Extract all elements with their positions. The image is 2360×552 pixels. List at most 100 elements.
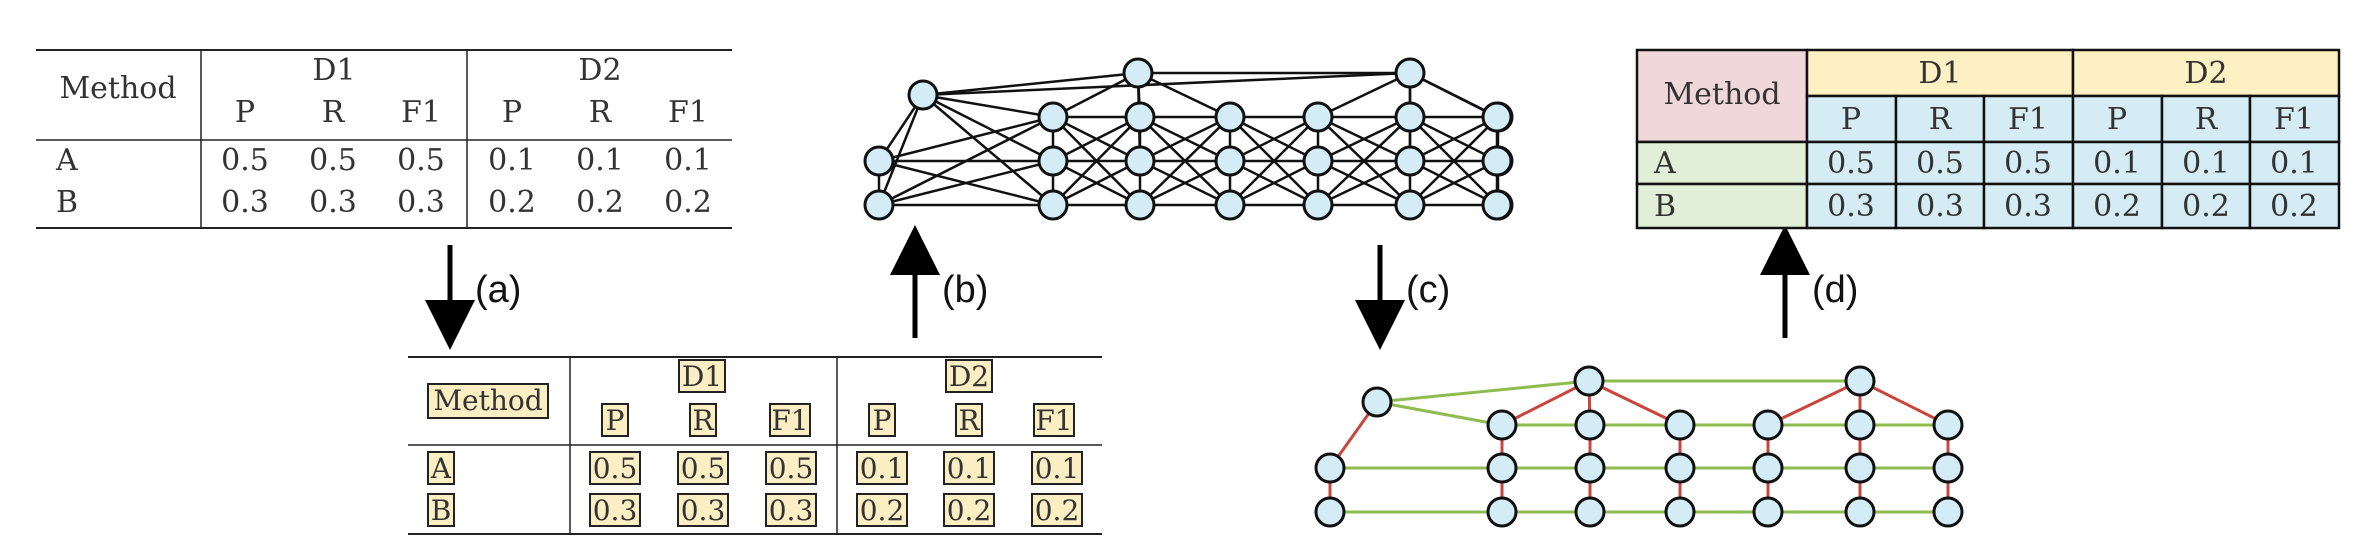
graph-node — [1574, 496, 1606, 528]
dense-graph-nodes — [863, 57, 1514, 221]
table-cell: 0.2 — [576, 185, 624, 220]
table-cell: 0.2 — [1035, 494, 1080, 527]
graph-node — [1486, 409, 1518, 441]
graph-edge-red — [1859, 379, 1949, 427]
table-cell: 0.5 — [1827, 146, 1875, 181]
step-c-label: (c) — [1406, 269, 1450, 311]
metric-header: R — [2195, 102, 2219, 137]
metric-header: P — [873, 404, 892, 437]
group-header-d2: D2 — [578, 53, 621, 88]
table-cell: 0.5 — [769, 452, 814, 485]
graph-edge — [1317, 71, 1411, 119]
method-header: Method — [1663, 77, 1780, 112]
table-cell: 0.2 — [2270, 189, 2318, 224]
graph-node — [1314, 452, 1346, 484]
graph-node — [1932, 452, 1964, 484]
table-cell: 0.2 — [2182, 189, 2230, 224]
graph-edge — [877, 94, 925, 206]
graph-node — [1214, 101, 1246, 133]
row-header-a: A — [1653, 146, 1676, 181]
graph-node — [1844, 452, 1876, 484]
row-header-a: A — [55, 143, 78, 178]
graph-edge — [1229, 116, 1319, 206]
graph-edge — [1409, 71, 1498, 119]
table-cell: 0.3 — [769, 494, 814, 527]
graph-node — [907, 79, 939, 111]
group-header-d2: D2 — [2184, 56, 2227, 91]
step-b-label: (b) — [942, 269, 988, 311]
table-cell: 0.3 — [309, 185, 357, 220]
metric-header: F1 — [2274, 102, 2314, 137]
graph-node — [1932, 496, 1964, 528]
graph-node — [1214, 145, 1246, 177]
graph-edge — [1139, 115, 1231, 163]
graph-node — [1037, 189, 1069, 221]
graph-node — [1037, 101, 1069, 133]
table-cell: 0.1 — [860, 452, 905, 485]
graph-node — [1394, 101, 1426, 133]
row-header-a: A — [430, 452, 452, 485]
table-cell: 0.5 — [593, 452, 638, 485]
metric-header: R — [958, 404, 980, 437]
row-header-b: B — [431, 494, 452, 527]
graph-edge — [1317, 159, 1411, 207]
graph-edge — [1139, 116, 1231, 206]
graph-node — [1844, 365, 1876, 397]
metric-header: F1 — [771, 404, 808, 437]
group-header-d1: D1 — [682, 360, 722, 393]
row-header-b: B — [56, 185, 78, 220]
graph-edge — [1139, 159, 1231, 207]
graph-node — [1124, 101, 1156, 133]
graph-edge — [1317, 115, 1411, 163]
graph-node — [1124, 145, 1156, 177]
table-cell: 0.1 — [947, 452, 992, 485]
table-cell: 0.3 — [681, 494, 726, 527]
table-cell: 0.5 — [397, 143, 445, 178]
graph-edge — [1409, 116, 1499, 206]
graph-edge — [1409, 115, 1499, 163]
metric-header: R — [1929, 102, 1953, 137]
graph-node — [1752, 496, 1784, 528]
dense-graph-edges — [877, 71, 1500, 207]
graph-node — [1302, 101, 1334, 133]
graph-edge — [878, 159, 1054, 207]
table-cell: 0.2 — [488, 185, 536, 220]
graph-node — [1932, 409, 1964, 441]
graph-edge-red — [1767, 379, 1861, 427]
metric-header: F1 — [2008, 102, 2048, 137]
graph-node — [1394, 189, 1426, 221]
metric-header: P — [502, 95, 522, 130]
graph-node — [1486, 496, 1518, 528]
step-d-label: (d) — [1812, 269, 1858, 311]
graph-node — [1844, 496, 1876, 528]
sparse-graph-nodes — [1314, 365, 1964, 528]
graph-edge-red — [1588, 379, 1681, 427]
table-cell: 0.5 — [2004, 146, 2052, 181]
graph-edge — [1052, 115, 1141, 163]
highlighted-table: Method D1 D2 P R F1 P R F1 A B 0.5 0.5 0… — [408, 356, 1102, 535]
graph-edge — [1052, 159, 1141, 207]
graph-node — [1302, 145, 1334, 177]
metric-header: F1 — [1035, 404, 1072, 437]
metric-header: R — [692, 404, 714, 437]
graph-node — [1573, 365, 1605, 397]
sparse-graph — [1314, 365, 1964, 528]
graph-edge-green — [1376, 379, 1590, 404]
metric-header: P — [1841, 102, 1861, 137]
graph-node — [1302, 189, 1334, 221]
table-cell: 0.1 — [664, 143, 712, 178]
graph-node — [1574, 452, 1606, 484]
graph-edge — [1052, 71, 1139, 119]
table-cell: 0.3 — [397, 185, 445, 220]
step-c-arrow: (c) — [1355, 245, 1450, 350]
method-header: Method — [433, 384, 542, 417]
graph-node — [863, 145, 895, 177]
table-cell: 0.5 — [221, 143, 269, 178]
graph-node — [1214, 189, 1246, 221]
table-cell: 0.3 — [2004, 189, 2052, 224]
table-cell: 0.5 — [309, 143, 357, 178]
graph-edge — [1229, 159, 1319, 207]
graph-edge — [1137, 71, 1231, 119]
graph-node — [1481, 145, 1513, 177]
